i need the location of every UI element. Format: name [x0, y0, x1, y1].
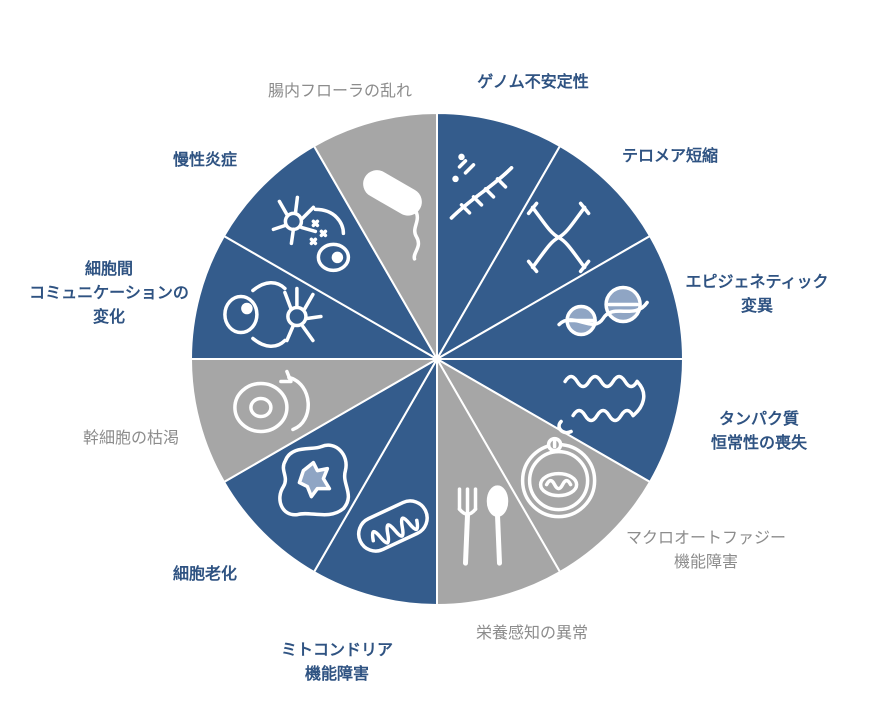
- segment-label-line: エピジェネティック: [685, 272, 829, 291]
- segment-label-line: 恒常性の喪失: [710, 433, 808, 452]
- wheel-segment: [189, 358, 441, 484]
- segment-label: マクロオートファジー機能障害: [626, 526, 786, 574]
- wheel-segment: [312, 111, 438, 363]
- segment-label-line: ゲノム不安定性: [477, 72, 589, 91]
- segment-label-line: 腸内フローラの乱れ: [267, 81, 413, 100]
- segment-label-line: マクロオートファジー: [625, 528, 787, 547]
- histone-icon: [557, 285, 649, 337]
- inflammation-icon: [271, 195, 351, 273]
- segment-label-line: 慢性炎症: [172, 150, 238, 169]
- wheel-segment: [433, 234, 685, 360]
- senescent-cell-icon: [278, 443, 351, 517]
- segment-label-line: テロメア短縮: [621, 146, 719, 165]
- segment-label-line: 細胞間: [84, 259, 133, 278]
- autophagosome-icon: [520, 436, 597, 519]
- segment-label: テロメア短縮: [622, 144, 718, 168]
- segment-label: ゲノム不安定性: [477, 70, 589, 94]
- segment-label: ミトコンドリア機能障害: [281, 638, 393, 686]
- dna-icon: [449, 153, 514, 220]
- fork-spoon-icon: [457, 485, 509, 566]
- segment-label: 幹細胞の枯渇: [83, 426, 179, 450]
- segment-label-line: コミュニケーションの: [29, 283, 189, 302]
- segment-label: エピジェネティック変異: [685, 270, 828, 318]
- segment-label-line: 幹細胞の枯渇: [82, 428, 180, 447]
- cell-communication-icon: [223, 281, 323, 348]
- segment-label-line: 栄養感知の異常: [475, 623, 589, 642]
- segment-label: 細胞間コミュニケーションの変化: [29, 257, 189, 329]
- segment-label: 腸内フローラの乱れ: [268, 79, 412, 103]
- mitochondria-icon: [356, 499, 429, 553]
- segment-label: 細胞老化: [173, 562, 237, 586]
- wheel-segment: [434, 356, 652, 574]
- segment-label-line: 機能障害: [304, 664, 370, 683]
- wheel-segment: [222, 356, 440, 574]
- segment-label-line: ミトコンドリア: [280, 640, 394, 659]
- segment-label: 栄養感知の異常: [476, 621, 588, 645]
- segment-label-line: 変化: [92, 307, 125, 326]
- segment-label: 慢性炎症: [173, 148, 237, 172]
- wheel-segment: [436, 111, 562, 363]
- segment-label-line: 細胞老化: [172, 564, 238, 583]
- segment-label-line: 機能障害: [673, 552, 739, 571]
- wheel-segment: [222, 144, 440, 362]
- segment-label-line: 変異: [740, 296, 774, 315]
- chromosome-icon: [526, 201, 591, 274]
- protein-coil-icon: [557, 374, 646, 435]
- bacterium-icon: [363, 170, 422, 261]
- segment-label: タンパク質恒常性の喪失: [711, 407, 807, 455]
- wheel-segment: [312, 355, 438, 607]
- stem-cell-icon: [233, 369, 310, 434]
- segment-label-line: タンパク質: [718, 409, 800, 428]
